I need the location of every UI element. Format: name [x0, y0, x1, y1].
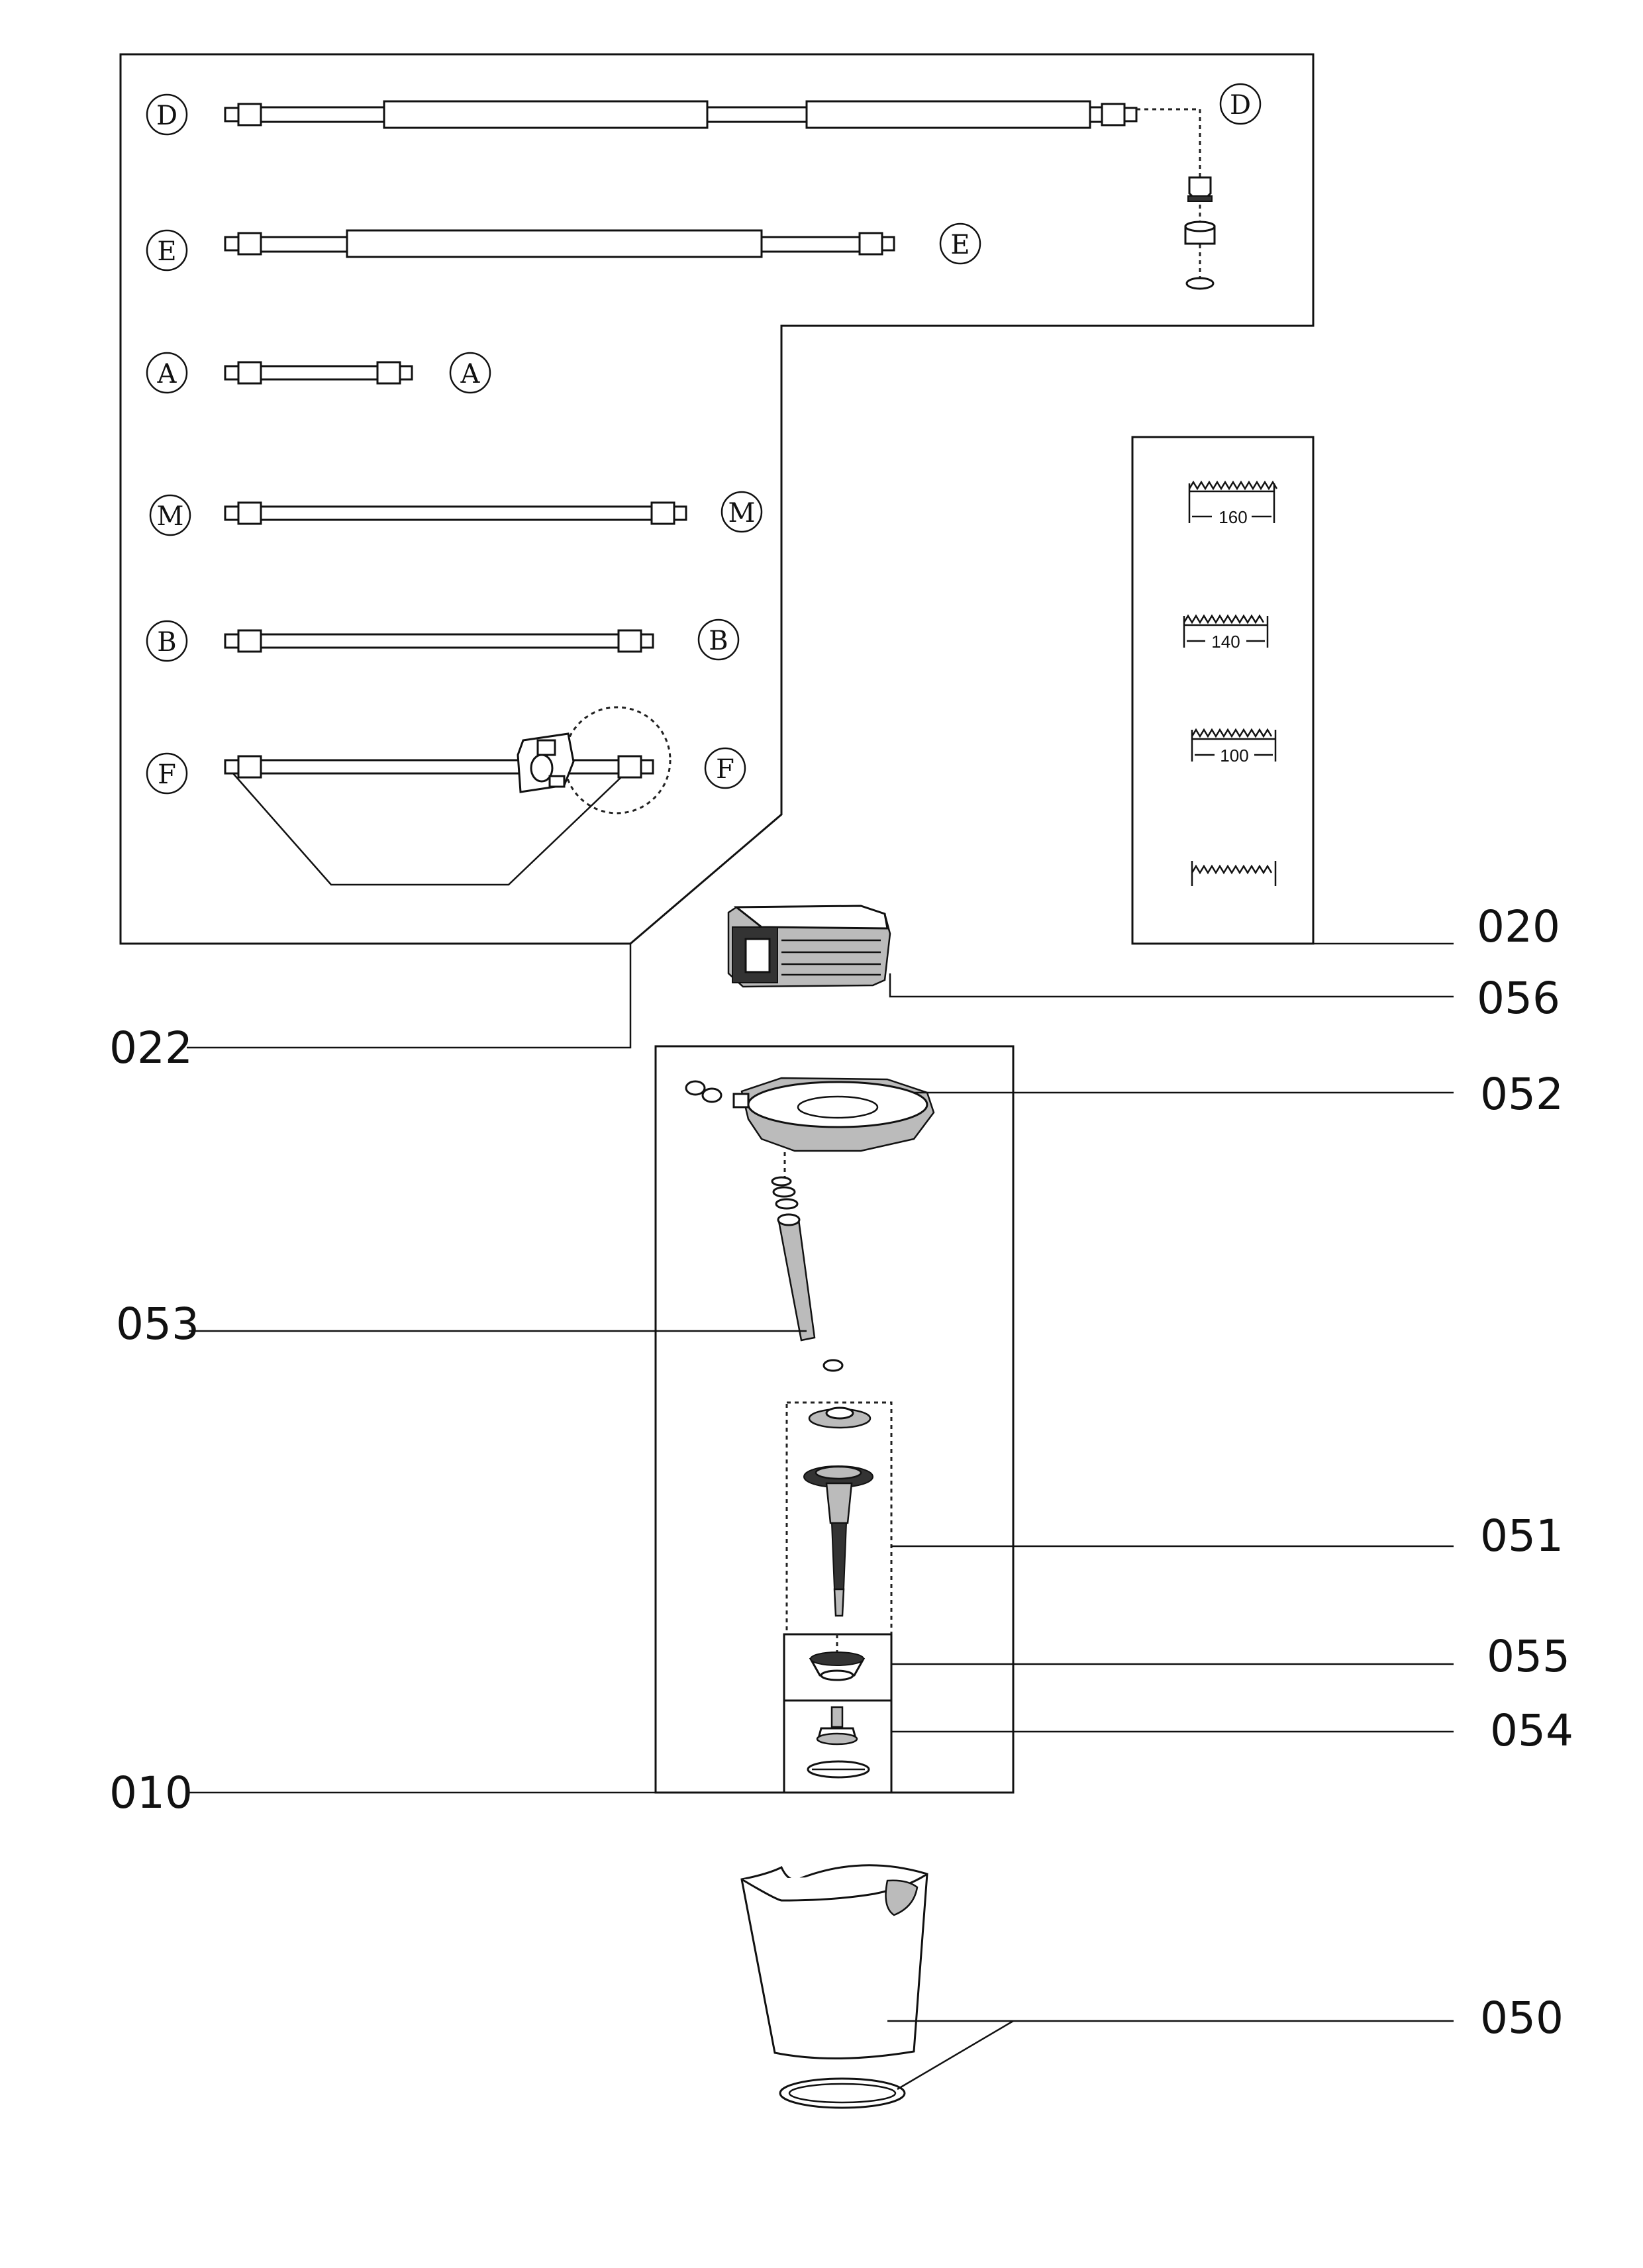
row-partner-label-e: E	[950, 230, 970, 260]
part-number-054: 054	[1490, 1705, 1573, 1756]
row-partner-label-d: D	[1230, 90, 1251, 121]
row-label-d: D	[156, 101, 177, 131]
row-label-b: B	[157, 627, 176, 658]
row-label-a: A	[157, 359, 177, 389]
lid-052	[685, 1077, 935, 1185]
part-number-022: 022	[109, 1022, 193, 1073]
tube-assembly-frame	[119, 53, 1315, 945]
row-label-f: F	[158, 760, 176, 790]
valve-pin-054	[807, 1706, 870, 1779]
part-number-053: 053	[116, 1299, 199, 1350]
tube-row-m: M M	[149, 491, 763, 536]
tube-row-e: E E	[146, 222, 981, 271]
spring-160: 160	[1188, 480, 1278, 527]
row-partner-label-b: B	[709, 626, 728, 656]
tube-clamp	[517, 732, 575, 793]
part-number-051: 051	[1480, 1510, 1564, 1561]
row-label-e: E	[157, 236, 176, 267]
spring-small	[1191, 861, 1277, 886]
tube-row-b: B B	[146, 618, 740, 662]
row-partner-label-m: M	[728, 498, 756, 528]
row-label-m: M	[157, 501, 184, 532]
part-number-010: 010	[109, 1767, 193, 1818]
dispenser-head-056	[727, 905, 891, 988]
spring-dimension-140: 140	[1211, 632, 1240, 652]
jug-050	[740, 1864, 928, 2109]
spring-100: 100	[1191, 728, 1277, 765]
spring-dimension-100: 100	[1220, 746, 1248, 765]
part-number-052: 052	[1480, 1069, 1564, 1120]
part-number-020: 020	[1477, 901, 1560, 952]
valve-group-051	[785, 1401, 893, 1636]
part-number-056: 056	[1477, 973, 1560, 1024]
row-partner-label-a: A	[460, 359, 481, 389]
spring-140: 140	[1183, 614, 1269, 652]
valve-assembly-051	[803, 1406, 873, 1617]
spring-dimension-160: 160	[1219, 507, 1247, 527]
tube-row-a: A A	[146, 352, 491, 394]
valve-box-054	[783, 1699, 893, 1794]
tube-053	[771, 1176, 844, 1372]
part-number-050: 050	[1480, 1993, 1564, 2044]
part-number-055: 055	[1487, 1631, 1570, 1682]
tube-row-f: F F	[146, 706, 746, 886]
seal-cup-055	[809, 1634, 866, 1681]
spring-frame	[1131, 436, 1315, 945]
tube-row-d: D D	[146, 83, 1262, 290]
row-partner-label-f: F	[716, 754, 734, 785]
